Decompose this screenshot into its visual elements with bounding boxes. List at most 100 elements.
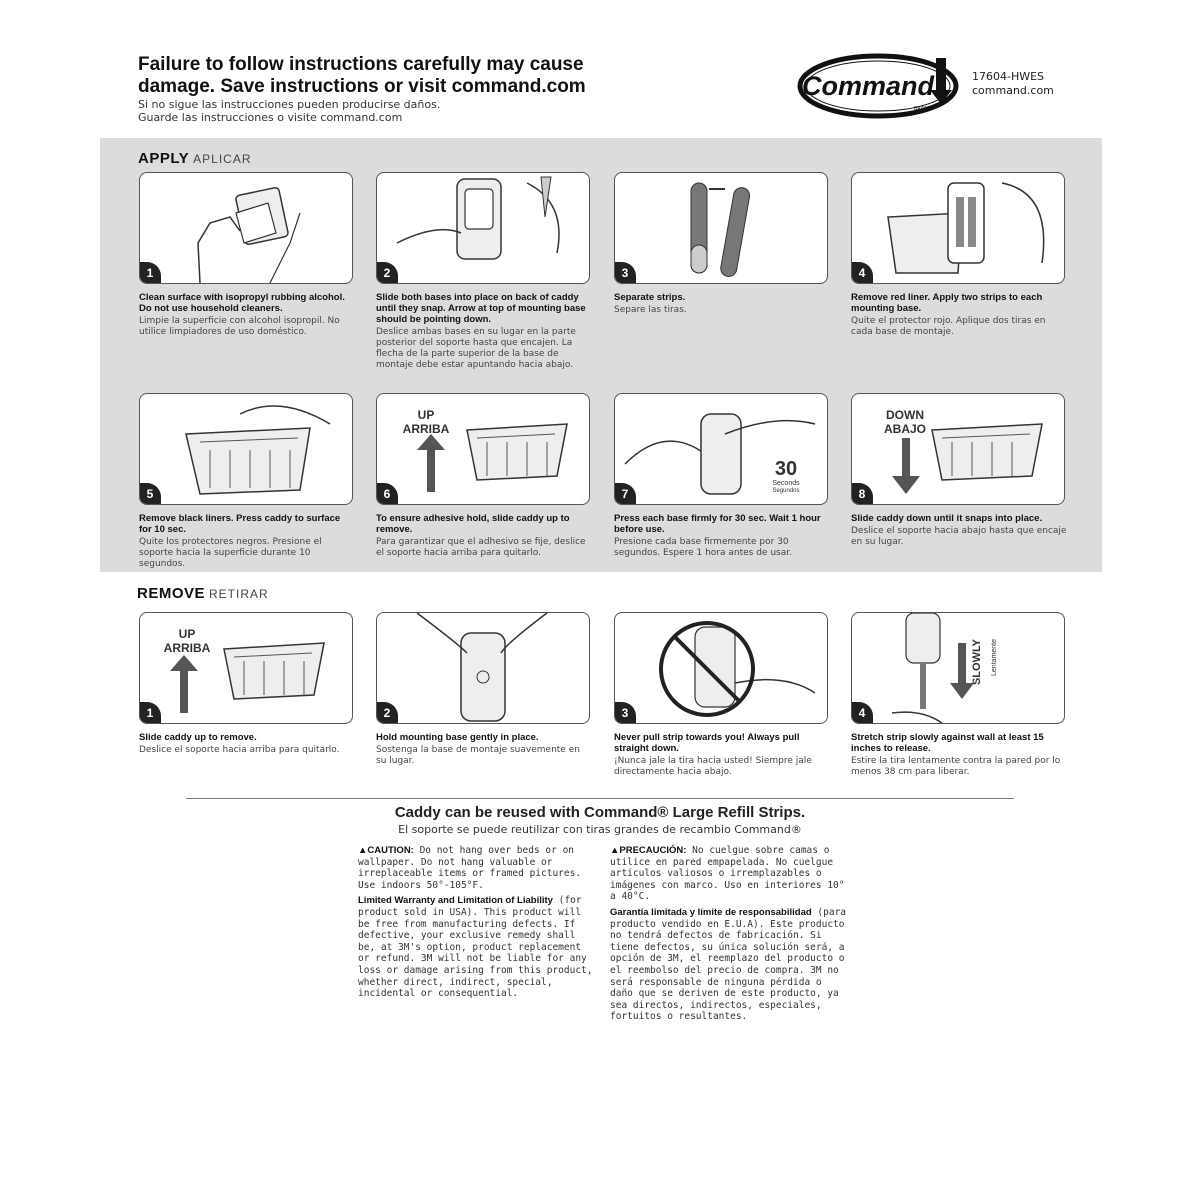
caution-column-en: ▲CAUTION: Do not hang over beds or on wa… <box>358 845 594 1004</box>
step-instruction-es: Quite el protector rojo. Aplique dos tir… <box>851 316 1046 337</box>
reuse-note-es: El soporte se puede reutilizar con tiras… <box>398 823 802 836</box>
warranty-title: Limited Warranty and Limitation of Liabi… <box>358 895 553 907</box>
stretch-strip-illustration <box>891 613 974 723</box>
precaucion-text: No cuelgue sobre camas o utilice en pare… <box>610 845 845 903</box>
precaucion-label: ▲PRECAUCIÓN: <box>610 845 687 856</box>
reuse-note-en: Caddy can be reused with Command® Large … <box>394 804 806 821</box>
product-url: command.com <box>972 84 1054 97</box>
warning-spanish-line1: Si no sigue las instrucciones pueden pro… <box>138 98 441 111</box>
step-number-badge: 5 <box>140 483 161 504</box>
step-instruction-en: Separate strips. <box>614 292 686 303</box>
step-instruction-es: Para garantizar que el adhesivo se fije,… <box>376 537 586 558</box>
apply-step-8: DOWN ABAJO 8 Slide caddy down until it s… <box>851 393 1067 548</box>
direction-label-slowly-es: Lentamente <box>991 639 998 676</box>
step-instruction-en: Remove red liner. Apply two strips to ea… <box>851 292 1043 314</box>
caution-column-es: ▲PRECAUCIÓN: No cuelgue sobre camas o ut… <box>610 845 846 1027</box>
step-instruction-en: Stretch strip slowly against wall at lea… <box>851 732 1044 754</box>
step-instruction-en: To ensure adhesive hold, slide caddy up … <box>376 513 570 535</box>
command-logo: Command BRAND <box>797 53 959 119</box>
direction-label-up: UP ARRIBA <box>163 627 211 655</box>
step-number-badge: 3 <box>615 702 636 723</box>
step-illustration: 2 <box>376 172 590 284</box>
timer-unit: Seconds <box>772 480 800 487</box>
remove-step-1: UP ARRIBA 1 Slide caddy up to remove. De… <box>139 612 355 756</box>
timer-value: 30 <box>774 458 798 480</box>
step-number-badge: 1 <box>140 702 161 723</box>
warning-spanish-line2: Guarde las instrucciones o visite comman… <box>138 111 403 124</box>
remove-step-2: 2 Hold mounting base gently in place. So… <box>376 612 592 767</box>
step-instruction-es: Presione cada base firmemente por 30 seg… <box>614 537 792 558</box>
caution-label: ▲CAUTION: <box>358 845 414 856</box>
direction-label-slowly: SLOWLY <box>971 639 983 686</box>
product-code-block: 17604-HWES command.com <box>972 70 1054 98</box>
step-illustration: 3 <box>614 172 828 284</box>
apply-step-2: 2 Slide both bases into place on back of… <box>376 172 592 371</box>
step-instruction-en: Slide both bases into place on back of c… <box>376 292 586 325</box>
apply-step-6: UP ARRIBA 6 To ensure adhesive hold, sli… <box>376 393 592 559</box>
logo-text: Command <box>802 71 935 101</box>
step-instruction-es: Deslice el soporte hacia arriba para qui… <box>139 745 340 755</box>
step-number-badge: 2 <box>377 262 398 283</box>
step-illustration: 3 <box>614 612 828 724</box>
remove-title: REMOVE <box>137 585 206 602</box>
step-instruction-es: ¡Nunca jale la tira hacia usted! Siempre… <box>614 756 812 777</box>
step-instruction-en: Hold mounting base gently in place. <box>376 732 539 743</box>
warning-title-line2: damage. Save instructions or visit comma… <box>138 76 586 97</box>
slide-up-remove-illustration <box>170 642 325 713</box>
step-number-badge: 1 <box>140 262 161 283</box>
clean-surface-illustration <box>197 186 301 283</box>
separate-strips-illustration <box>690 182 751 277</box>
step-instruction-en: Press each base firmly for 30 sec. Wait … <box>614 513 821 535</box>
step-number-badge: 7 <box>615 483 636 504</box>
warning-title-line1: Failure to follow instructions carefully… <box>138 54 584 75</box>
step-number-badge: 4 <box>852 262 873 283</box>
apply-step-5: 5 Remove black liners. Press caddy to su… <box>139 393 355 570</box>
step-number-badge: 2 <box>377 702 398 723</box>
step-instruction-es: Estire la tira lentamente contra la pare… <box>851 756 1061 777</box>
step-illustration: 30 Seconds Segundos 7 <box>614 393 828 505</box>
direction-label-down: DOWN ABAJO <box>883 408 926 436</box>
remove-step-3: 3 Never pull strip towards you! Always p… <box>614 612 830 778</box>
apply-strips-illustration <box>887 182 1045 274</box>
press-base-illustration <box>624 413 816 495</box>
warranty-text: (for product sold in USA). This product … <box>358 895 593 1000</box>
prohibited-icon <box>659 621 755 717</box>
slide-bases-illustration <box>396 176 560 260</box>
apply-step-1: 1 Clean surface with isopropyl rubbing a… <box>139 172 355 338</box>
garantia-text: (para producto vendido en E.U.A). Este p… <box>610 906 847 1023</box>
step-instruction-es: Limpie la superficie con alcohol isoprop… <box>139 316 340 337</box>
apply-subtitle: APLICAR <box>193 152 252 166</box>
step-illustration: DOWN ABAJO 8 <box>851 393 1065 505</box>
step-instruction-en: Clean surface with isopropyl rubbing alc… <box>139 292 345 314</box>
step-number-badge: 4 <box>852 702 873 723</box>
logo-brand-text: BRAND <box>914 106 932 112</box>
garantia-title: Garantía limitada y límite de responsabi… <box>610 906 812 918</box>
step-illustration: 2 <box>376 612 590 724</box>
press-caddy-illustration <box>185 405 331 495</box>
apply-step-3: 3 Separate strips. Separe las tiras. <box>614 172 830 316</box>
apply-title: APPLY <box>138 150 190 167</box>
step-instruction-en: Slide caddy down until it snaps into pla… <box>851 513 1043 524</box>
direction-label-up: UP ARRIBA <box>402 408 450 436</box>
hold-base-illustration <box>416 613 548 722</box>
product-code: 17604-HWES <box>972 70 1045 83</box>
step-instruction-es: Deslice ambas bases en su lugar en la pa… <box>376 327 576 370</box>
caution-text: Do not hang over beds or on wallpaper. D… <box>358 845 582 891</box>
step-illustration: 5 <box>139 393 353 505</box>
step-illustration: UP ARRIBA 1 <box>139 612 353 724</box>
section-divider <box>186 798 1014 799</box>
step-instruction-es: Sostenga la base de montaje suavemente e… <box>376 745 580 766</box>
step-number-badge: 3 <box>615 262 636 283</box>
slide-down-illustration <box>892 423 1043 494</box>
step-number-badge: 8 <box>852 483 873 504</box>
timer-unit-es: Segundos <box>772 488 800 494</box>
step-instruction-en: Slide caddy up to remove. <box>139 732 257 743</box>
apply-step-7: 30 Seconds Segundos 7 Press each base fi… <box>614 393 830 559</box>
step-number-badge: 6 <box>377 483 398 504</box>
no-pull-illustration <box>659 621 816 717</box>
step-illustration: 4 <box>851 172 1065 284</box>
apply-step-4: 4 Remove red liner. Apply two strips to … <box>851 172 1067 338</box>
step-illustration: UP ARRIBA 6 <box>376 393 590 505</box>
